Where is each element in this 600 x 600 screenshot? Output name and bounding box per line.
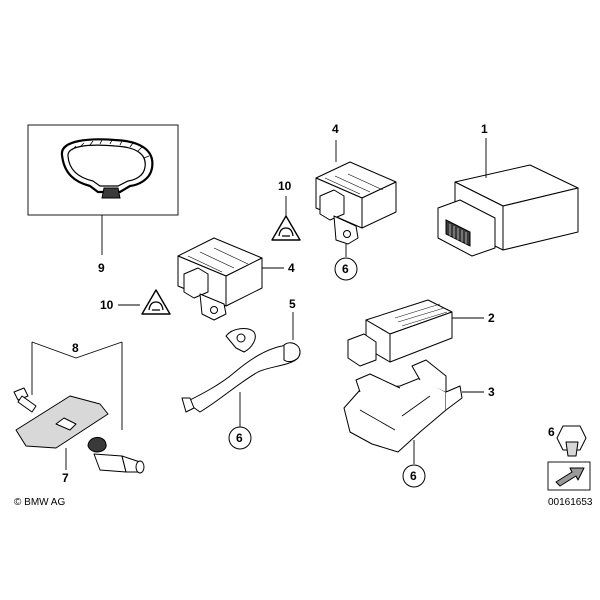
part-label-2: 2 [488,311,495,325]
screw-part [13,387,37,413]
part-label-4-mid: 4 [288,261,295,275]
tire-loop-connector [101,187,121,199]
valve-stem-part [87,437,145,474]
sensor-body-part-7 [15,395,109,449]
part-label-4-top: 4 [332,122,339,136]
part-label-6-legend: 6 [548,425,555,439]
part-label-10-mid: 10 [100,298,114,312]
part-2-sensor: 2 [347,299,495,367]
legend-part-6: 6 [547,425,591,491]
part-10-top: 10 [271,179,301,241]
part-label-5: 5 [289,297,296,311]
callout-circle-6-bracket [228,426,252,450]
direction-arrow-icon [555,467,585,487]
part-label-10-top: 10 [278,179,292,193]
part-label-6-holder: 6 [410,469,417,483]
part-1-control-unit: 1 [437,122,579,257]
control-unit-plug-housing [437,199,496,257]
tire-pressure-warning-triangle-icon [141,289,171,315]
tire-loop-hatch [71,139,150,159]
part-9-frame [27,124,179,216]
sensor-connector [347,333,377,367]
part-5-bracket: 5 6 [181,297,301,450]
document-id: 00161653 [548,497,593,508]
copyright-text: © BMW AG [14,497,65,508]
part-label-9: 9 [98,261,105,275]
part-10-mid: 10 [100,289,171,315]
module-mid-connector [183,267,209,299]
module-top-connector [319,189,345,221]
tire-loop-inner [67,144,146,187]
control-unit-side [502,187,579,251]
part-label-6-top: 6 [342,262,349,276]
part-label-3: 3 [488,385,495,399]
part-label-8: 8 [72,341,79,355]
part-label-6-bracket: 6 [236,431,243,445]
part-label-1: 1 [481,122,488,136]
arrow-box [547,461,591,491]
callout-circle-6-top [334,257,358,281]
part-label-7: 7 [62,471,69,485]
part-8-valve-set: 8 7 [13,341,145,485]
part-4-module-top: 4 6 [315,122,397,281]
tire-loop-shape [60,138,154,194]
callout-circle-6-holder [402,464,426,488]
nut-icon [556,425,587,457]
part-3-holder: 3 6 [343,359,495,488]
part-4-module-mid: 4 [177,237,295,321]
tire-pressure-warning-triangle-icon [271,215,301,241]
part-9-tire-antenna: 9 [27,124,179,275]
module-top-bracket [333,215,359,245]
